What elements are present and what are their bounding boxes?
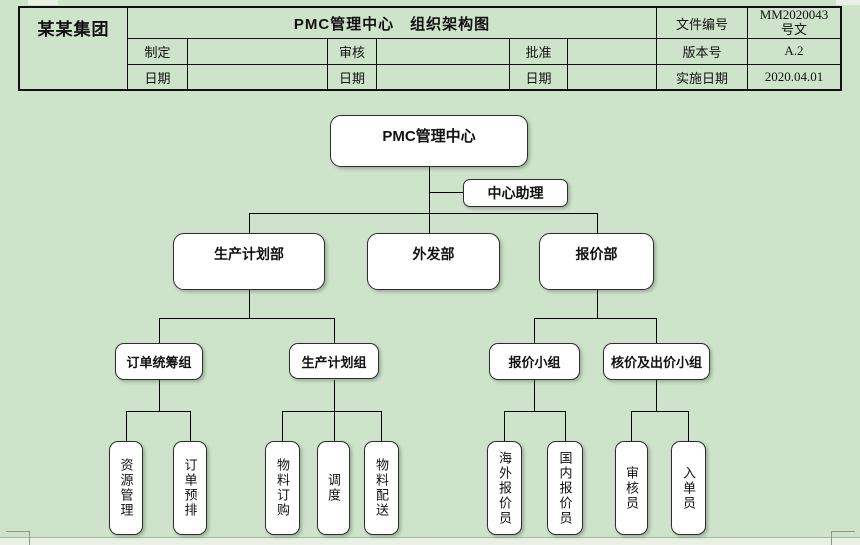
org-node-order-entry: 入单员 <box>671 441 706 535</box>
org-node-label: 国内报价员 <box>557 450 573 526</box>
margin-corner-mark <box>6 531 30 545</box>
connector-bus <box>159 318 335 319</box>
org-node-assistant: 中心助理 <box>463 179 568 207</box>
connector-bus <box>126 411 191 412</box>
org-node-material-delivery: 物料配送 <box>364 441 399 535</box>
document-title: PMC管理中心 组织架构图 <box>128 8 657 39</box>
org-node-auditor: 审核员 <box>615 441 648 535</box>
connector-drop <box>688 411 689 441</box>
review-date-value <box>377 65 510 89</box>
connector-drop <box>381 411 382 441</box>
org-node-domestic-quoter: 国内报价员 <box>547 441 583 535</box>
connector-drop <box>159 318 160 343</box>
org-node-label: 核价及出价小组 <box>610 355 702 370</box>
approve-date-value <box>568 65 657 89</box>
connector-drop <box>249 213 250 233</box>
doc-no-value: MM2020043号文 <box>748 8 840 39</box>
connector-level2-bus <box>249 213 597 214</box>
org-node-production-dept: 生产计划部 <box>173 233 325 290</box>
reviewer-value <box>377 39 510 65</box>
connector-drop <box>334 318 335 343</box>
org-node-label: 海外报价员 <box>497 450 512 526</box>
org-node-pricecheck-team: 核价及出价小组 <box>603 343 710 380</box>
connector-bus <box>504 411 565 412</box>
approver-value <box>568 39 657 65</box>
connector-drop <box>656 318 657 343</box>
org-node-label: 报价小组 <box>508 355 561 370</box>
org-node-label: 订单预排 <box>182 458 198 518</box>
org-node-outsourcing-dept: 外发部 <box>367 233 500 290</box>
org-node-quote-team: 报价小组 <box>489 343 580 380</box>
margin-corner-mark <box>831 531 855 545</box>
connector-drop <box>282 411 283 441</box>
impl-date-value: 2020.04.01 <box>764 68 824 84</box>
org-node-resource-mgmt: 资源管理 <box>109 441 143 535</box>
org-node-label: 报价部 <box>575 246 618 262</box>
connector-drop <box>190 411 191 441</box>
review-date-label: 日期 <box>328 65 377 89</box>
version-label: 版本号 <box>657 39 748 65</box>
org-node-label: 生产计划组 <box>301 354 367 370</box>
org-node-label: 物料订购 <box>275 458 290 518</box>
org-node-label: 调度 <box>326 473 341 503</box>
connector-trunk <box>597 290 598 318</box>
org-node-overseas-quoter: 海外报价员 <box>487 441 522 535</box>
org-node-label: 外发部 <box>412 246 455 262</box>
reviewer-label: 审核 <box>328 39 377 65</box>
org-node-label: 资源管理 <box>118 458 134 518</box>
connector-drop <box>429 213 430 233</box>
connector-drop <box>126 411 127 441</box>
org-node-label: 物料配送 <box>374 458 389 518</box>
org-node-label: 订单统筹组 <box>126 355 192 370</box>
header-table: 某某集团 PMC管理中心 组织架构图 文件编号 MM2020043号文 制定 审… <box>18 6 842 91</box>
connector-root-trunk <box>429 167 430 213</box>
page-edge-notch <box>836 0 860 5</box>
connector-bus <box>631 411 689 412</box>
approve-date-label: 日期 <box>510 65 568 89</box>
org-node-label: 入单员 <box>681 465 696 511</box>
draft-date-value <box>188 65 328 89</box>
page-bottom-edge <box>0 537 860 545</box>
company-name: 某某集团 <box>20 8 128 89</box>
org-node-order-preschedule: 订单预排 <box>173 441 207 535</box>
org-node-order-group: 订单统筹组 <box>115 343 203 380</box>
version-value: A.2 <box>748 39 840 65</box>
connector-drop <box>534 318 535 343</box>
connector-trunk <box>334 380 335 411</box>
draft-date-label: 日期 <box>128 65 188 89</box>
org-node-prodplan-group: 生产计划组 <box>289 343 379 379</box>
connector-drop <box>504 411 505 441</box>
connector-trunk <box>159 380 160 411</box>
drafter-label: 制定 <box>128 39 188 65</box>
connector-trunk <box>249 290 250 318</box>
connector-trunk <box>656 380 657 411</box>
connector-drop <box>597 213 598 233</box>
impl-date-label: 实施日期 <box>657 65 748 89</box>
connector-trunk <box>534 380 535 411</box>
connector-bus <box>282 411 381 412</box>
org-node-material-order: 物料订购 <box>265 441 300 535</box>
org-node-label: 中心助理 <box>487 185 544 201</box>
org-node-label: 审核员 <box>624 465 639 511</box>
doc-no-label: 文件编号 <box>657 8 748 39</box>
drafter-value <box>188 39 328 65</box>
connector-drop <box>334 411 335 441</box>
org-node-root: PMC管理中心 <box>330 115 528 167</box>
org-node-dispatch: 调度 <box>317 441 350 535</box>
connector-drop <box>631 411 632 441</box>
page-edge-notch <box>28 0 58 5</box>
org-node-quotation-dept: 报价部 <box>539 233 654 290</box>
approver-label: 批准 <box>510 39 568 65</box>
org-node-label: 生产计划部 <box>214 246 284 262</box>
connector-assistant-branch <box>429 192 463 193</box>
connector-drop <box>565 411 566 441</box>
org-node-label: PMC管理中心 <box>382 128 476 145</box>
connector-bus <box>534 318 657 319</box>
